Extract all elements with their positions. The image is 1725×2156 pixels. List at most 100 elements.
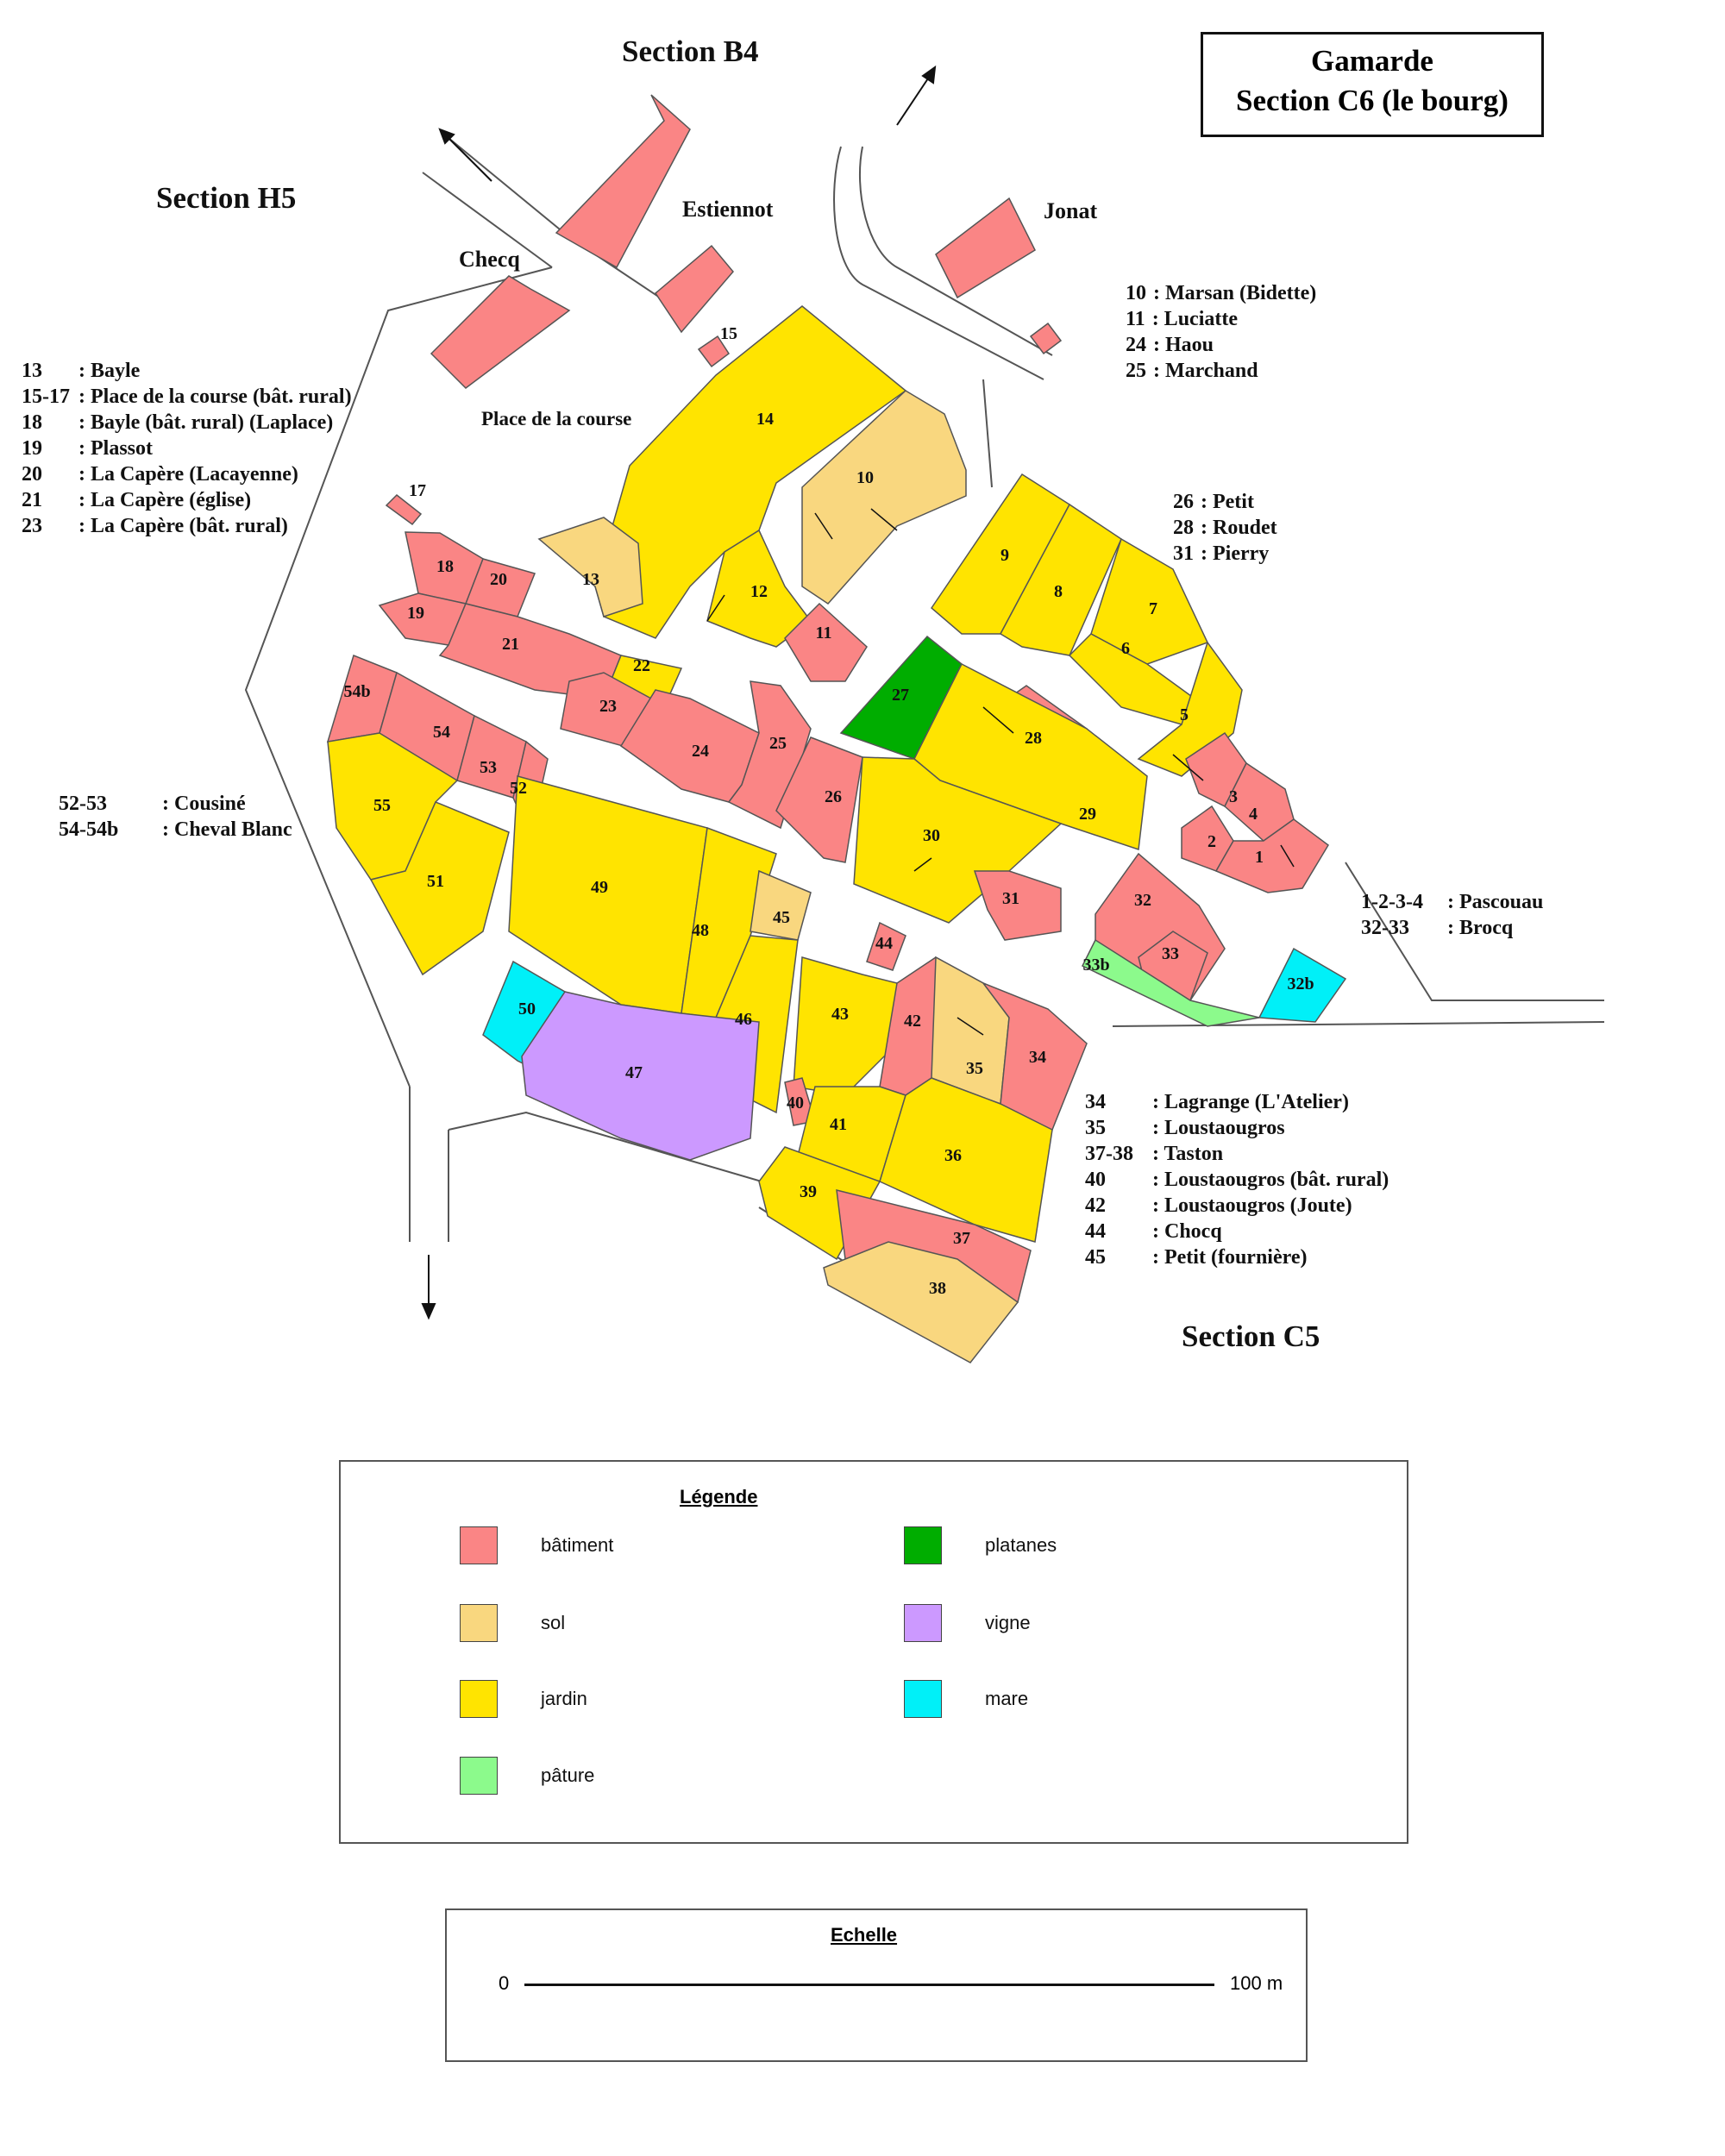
parcel-label-52: 52: [510, 779, 527, 798]
building-checq: [430, 275, 571, 389]
parcel-arrow: [913, 857, 932, 872]
parcel-label-1: 1: [1255, 848, 1264, 867]
key-owner: : Brocq: [1447, 917, 1514, 939]
key-number: 37-38: [1085, 1143, 1133, 1165]
parcel-arrow: [957, 1017, 984, 1036]
key-row: 32-33 : Brocq: [1361, 915, 1543, 941]
legend-label: mare: [985, 1688, 1029, 1709]
parcel-38: [823, 1241, 1019, 1363]
key-row: 11: Luciatte: [1126, 306, 1316, 332]
key-row: 52-53: Cousiné: [59, 791, 292, 817]
parcel-label-4: 4: [1249, 805, 1258, 824]
legend-label: platanes: [985, 1534, 1057, 1556]
parcel-8: [1000, 503, 1122, 656]
parcel-17: [385, 493, 423, 526]
key-row: 54-54b : Cheval Blanc: [59, 817, 292, 843]
key-number: 11: [1126, 308, 1145, 330]
key-owner: : Taston: [1152, 1143, 1224, 1165]
parcel-label-14: 14: [756, 410, 774, 429]
parcel-label-33: 33: [1162, 944, 1179, 963]
parcel-arrow: [870, 508, 898, 531]
scale-end-label: 100 m: [1230, 1972, 1283, 1994]
key-owner: : Marsan (Bidette): [1153, 282, 1317, 304]
parcel-label-35: 35: [966, 1059, 983, 1078]
legend-swatch: [460, 1757, 498, 1795]
key-number: 52-53: [59, 793, 107, 815]
key-number: 25: [1126, 360, 1146, 382]
parcel-label-21: 21: [502, 635, 519, 654]
parcel-label-20: 20: [490, 570, 507, 589]
parcel-label-55: 55: [373, 796, 391, 815]
road-edge: [448, 1111, 777, 1187]
key-number: 35: [1085, 1117, 1106, 1139]
key-number: 45: [1085, 1246, 1106, 1269]
parcel-label-19: 19: [407, 604, 424, 623]
parcel-4: [1224, 761, 1295, 842]
key-row: 18: Bayle (bât. rural) (Laplace): [22, 410, 352, 436]
legend-label: pâture: [541, 1764, 595, 1786]
key-owner: : Roudet: [1201, 517, 1277, 539]
key-number: 1-2-3-4: [1361, 891, 1423, 913]
legend-swatch: [460, 1680, 498, 1718]
parcel-51: [369, 801, 510, 976]
parcel-label-50: 50: [518, 1000, 536, 1018]
key-number: 10: [1126, 282, 1146, 304]
scale-box: Echelle 0 100 m: [445, 1908, 1308, 2062]
key-list-bottom-right: 34: Lagrange (L'Atelier)35: Loustaougros…: [1085, 1089, 1389, 1270]
scale-title: Echelle: [831, 1924, 898, 1946]
parcel-15: [697, 335, 731, 368]
building-estiennot-2: [655, 244, 734, 334]
key-row: 35: Loustaougros: [1085, 1115, 1389, 1141]
legend-swatch: [904, 1680, 942, 1718]
key-owner: : Place de la course (bât. rural): [78, 385, 352, 408]
parcel-45: [750, 869, 812, 941]
road-edge: [859, 146, 1053, 356]
road-arrows: [421, 65, 937, 1320]
key-row: 45: Petit (fournière): [1085, 1244, 1389, 1270]
title-line2: Section C6 (le bourg): [1236, 84, 1509, 117]
road-edge: [422, 172, 553, 268]
parcel-label-36: 36: [944, 1146, 962, 1165]
parcel-36: [879, 1077, 1053, 1243]
parcel-arrow: [814, 512, 833, 540]
arrow-north: [896, 72, 932, 126]
key-number: 54-54b: [59, 818, 119, 841]
key-row: 31: Pierry: [1173, 541, 1277, 567]
parcel-10: [801, 390, 967, 605]
arrow-south-head: [421, 1303, 436, 1320]
arrow-northwest-head: [438, 128, 455, 145]
parcel-label-11: 11: [816, 624, 832, 642]
key-number: 44: [1085, 1220, 1106, 1243]
parcel-label-27: 27: [892, 686, 909, 705]
key-owner: : Cheval Blanc: [162, 818, 292, 841]
key-owner: : La Capère (Lacayenne): [78, 463, 298, 486]
legend-swatch: [904, 1604, 942, 1642]
legend-label: bâtiment: [541, 1534, 614, 1556]
parcel-33b: [1081, 938, 1260, 1027]
legend-swatch: [904, 1526, 942, 1564]
parcel-label-42: 42: [904, 1012, 921, 1031]
legend-swatch: [460, 1526, 498, 1564]
key-owner: : Loustaougros (bât. rural): [1152, 1169, 1389, 1191]
parcel-arrow: [982, 706, 1014, 734]
legend-swatch: [460, 1604, 498, 1642]
legend-box: Légende bâtiment sol jardin pâture plata…: [339, 1460, 1408, 1844]
key-owner: : Chocq: [1152, 1220, 1222, 1243]
parcel-label-26: 26: [825, 787, 842, 806]
key-number: 32-33: [1361, 917, 1409, 939]
key-row: 19: Plassot: [22, 436, 352, 461]
parcel-11: [784, 602, 868, 682]
section-c5-label: Section C5: [1182, 1319, 1320, 1353]
key-row: 40: Loustaougros (bât. rural): [1085, 1167, 1389, 1193]
parcel-label-53: 53: [480, 758, 497, 777]
key-owner: : Pierry: [1201, 542, 1270, 565]
title-line1: Gamarde: [1311, 44, 1433, 78]
parcel-44: [866, 921, 906, 971]
key-row: 34: Lagrange (L'Atelier): [1085, 1089, 1389, 1115]
parcel-label-2: 2: [1208, 832, 1216, 851]
key-number: 42: [1085, 1194, 1106, 1217]
key-owner: : Loustaougros (Joute): [1152, 1194, 1352, 1217]
